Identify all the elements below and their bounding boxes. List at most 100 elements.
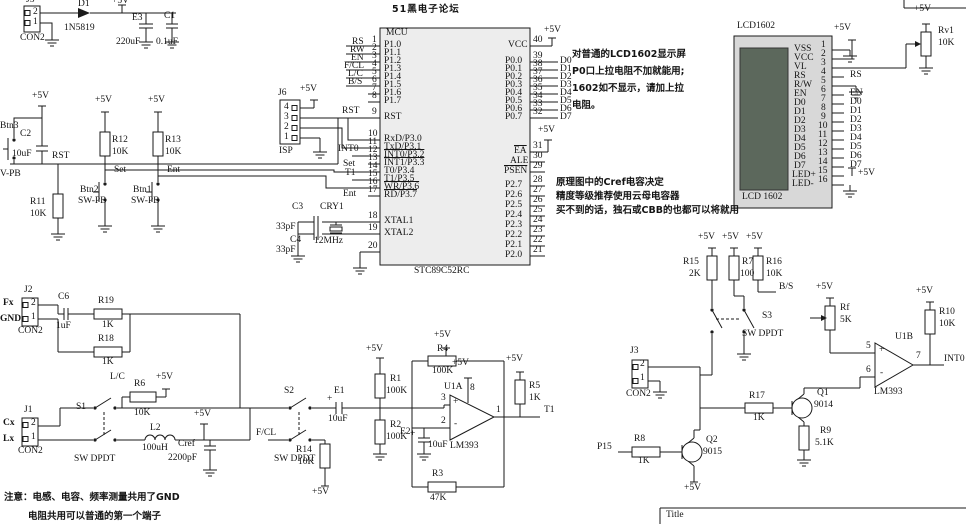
label-mcu-26: 26	[533, 195, 543, 205]
rf-wiper-arrow	[821, 315, 827, 321]
label-lcd-16: 16	[818, 175, 828, 185]
label-meter-f/cl: F/CL	[256, 428, 277, 438]
label-mcu-p0.1: P0.1	[505, 64, 523, 74]
label-lcd-+5v: +5V	[834, 23, 851, 33]
label-mcu-vcc: VCC	[508, 40, 528, 50]
label-amp-+: +	[453, 397, 459, 407]
label-lcd-en: EN	[850, 88, 863, 98]
label-power-220uf: 220uF	[116, 37, 141, 47]
label-lcd-lcd1602: LCD1602	[737, 21, 775, 31]
label-freq-2k: 2K	[689, 269, 701, 279]
label-lcd-led+: LED+	[792, 170, 816, 180]
label-power-j5: J5	[26, 0, 35, 5]
label-lcd-4: 4	[821, 67, 826, 77]
label-meter-con2: CON2	[18, 446, 43, 456]
label-mcu-p0.4: P0.4	[505, 88, 523, 98]
label-mcu-18: 18	[368, 211, 378, 221]
label-lcd-14: 14	[818, 157, 828, 167]
label-reset-10k: 10K	[112, 147, 129, 157]
label-freq-7: 7	[916, 351, 921, 361]
label-reset-r11: R11	[30, 197, 46, 207]
label-mcu-d3: D3	[560, 80, 572, 90]
label-footer-311: 电阻共用可以普通的第一个端子	[28, 511, 162, 522]
label-mcu-ent: Ent	[343, 189, 357, 199]
label-freq-r8: R8	[634, 434, 646, 444]
label-amp-100k: 100K	[432, 366, 454, 376]
label-amp-3: 3	[441, 393, 446, 403]
label-mcu-d2: D2	[560, 72, 572, 82]
switch-blades	[94, 309, 755, 441]
resistor-r3	[427, 481, 457, 493]
label-reset-r12: R12	[112, 135, 128, 145]
label-reset-10k: 10K	[30, 209, 47, 219]
label-mcu-p2.6: P2.6	[505, 190, 523, 200]
label-mcu-24: 24	[533, 215, 543, 225]
label-meter-l/c: L/C	[110, 372, 125, 382]
label-lcd-12: 12	[818, 139, 828, 149]
label-mcu-psen: PSEN	[504, 166, 528, 176]
label-freq-2: 2	[640, 359, 645, 369]
label-lcd-10k: 10K	[938, 38, 955, 48]
label-amp-1k: 1K	[529, 393, 541, 403]
label-reset-sw-pb: SW-PB	[131, 196, 160, 206]
label-meter-1k: 1K	[102, 357, 114, 367]
label-meter-1uf: 1uF	[56, 321, 71, 331]
label-mcu-28: 28	[533, 175, 543, 185]
label-notes-p0: P0口上拉电阻不加就能用;	[572, 66, 685, 77]
label-mcu-p0.5: P0.5	[505, 96, 523, 106]
label-lcd-d5: D5	[794, 143, 806, 153]
label-lcd-d0: D0	[850, 97, 862, 107]
label-freq-+5v: +5V	[816, 282, 833, 292]
label-freq-r7: R7	[742, 257, 754, 267]
opamp-u1a	[449, 394, 496, 441]
label-power-+5v: +5V	[112, 0, 129, 6]
label-freq-+5v: +5V	[698, 232, 715, 242]
label-notes-cref: 原理图中的Cref电容决定	[556, 177, 664, 188]
label-reset-ent: Ent	[167, 165, 181, 175]
label-meter-con2: CON2	[18, 326, 43, 336]
label-freq-r16: R16	[766, 257, 782, 267]
label-meter-j1: J1	[24, 405, 33, 415]
label-reset-set: Set	[114, 165, 127, 175]
label-mcu-p2.4: P2.4	[505, 210, 523, 220]
label-meter-2: 2	[31, 298, 36, 308]
label-mcu-30: 30	[533, 151, 543, 161]
label-lcd-d1: D1	[850, 106, 862, 116]
label-amp-r4: R4	[437, 344, 449, 354]
label-meter-1: 1	[31, 312, 36, 322]
label-meter-10k: 10K	[298, 457, 315, 467]
label-meter-fx: Fx	[3, 298, 14, 308]
label-mcu-t1: T1	[345, 168, 356, 178]
label-mcu-p1.7: P1.7	[384, 96, 402, 106]
resistor-r8	[631, 446, 661, 458]
label-lcd-d0: D0	[794, 98, 806, 108]
label-xtal-33pf: 33pF	[276, 245, 296, 255]
label-mcu-4: 4	[372, 59, 377, 69]
label-mcu-p1.2: P1.2	[384, 56, 402, 66]
resistor-r12	[99, 131, 111, 157]
resistor-r17	[744, 402, 774, 414]
label-freq-5: 5	[866, 341, 871, 351]
label-mcu-stc89c52rc: STC89C52RC	[414, 266, 470, 276]
label-footer-gnd: 注意：电感、电容、频率测量共用了GND	[4, 492, 180, 503]
label-mcu-xtal1: XTAL1	[384, 216, 414, 226]
label-mcu-9: 9	[372, 107, 377, 117]
label-mcu-p1.5: P1.5	[384, 80, 402, 90]
label-freq-9014: 9014	[814, 400, 833, 410]
label-freq-r15: R15	[683, 257, 699, 267]
component-bodies	[21, 5, 936, 493]
label-freq-rf: Rf	[840, 303, 850, 313]
label-lcd-d7: D7	[794, 161, 806, 171]
label-mcu-p2.0: P2.0	[505, 250, 523, 260]
label-meter-+: +	[327, 394, 333, 404]
label-amp-r3: R3	[432, 469, 444, 479]
label-meter-1: 1	[31, 432, 36, 442]
label-isp-isp: ISP	[279, 146, 293, 156]
label-reset-v-pb: V-PB	[0, 169, 21, 179]
label-mcu-txd/p3.1: TxD/P3.1	[384, 142, 422, 152]
label-mcu-f/cl: F/CL	[344, 61, 365, 71]
label-lcd-led-: LED-	[792, 179, 814, 189]
resistor-r1	[374, 373, 386, 399]
label-amp-u1a: U1A	[444, 382, 463, 392]
